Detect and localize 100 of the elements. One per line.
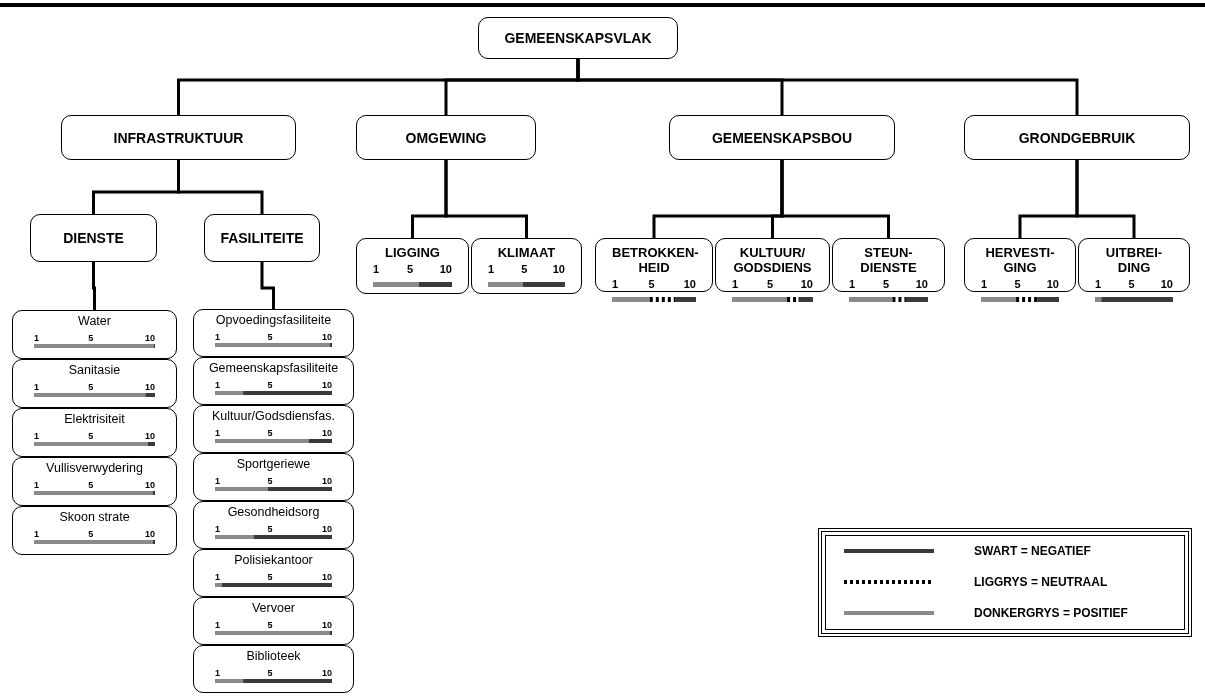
rating-box xyxy=(193,357,354,405)
category-box xyxy=(61,115,296,160)
rating-box xyxy=(193,645,354,693)
scale-number: 10 xyxy=(322,668,332,678)
connector-line xyxy=(444,160,528,238)
scale-number: 1 xyxy=(488,263,495,275)
scale-number: 1 xyxy=(373,263,380,275)
item-label: Polisiekantoor xyxy=(234,553,313,568)
scale-number: 10 xyxy=(683,278,696,290)
scale-number: 10 xyxy=(145,431,155,441)
scale-number: 1 xyxy=(1095,278,1102,290)
item-label: Opvoedingsfasiliteite xyxy=(215,313,332,328)
scale-number: 1 xyxy=(215,476,220,486)
scale-number: 5 xyxy=(648,278,655,290)
scale-number: 5 xyxy=(883,278,890,290)
scale-number: 1 xyxy=(215,428,220,438)
item-label: Vullisverwydering xyxy=(46,461,143,476)
connector-line xyxy=(576,59,1079,115)
item-label: Vervoer xyxy=(251,601,296,616)
scale-number: 1 xyxy=(34,333,39,343)
category-label: INFRASTRUKTUUR xyxy=(113,129,244,146)
rating-box xyxy=(12,359,177,408)
category-box xyxy=(478,17,678,59)
scale-number: 10 xyxy=(322,380,332,390)
scale-number: 10 xyxy=(322,332,332,342)
scale-number: 5 xyxy=(88,529,94,539)
item-label: STEUN- DIENSTE xyxy=(859,245,918,275)
scale-number: 5 xyxy=(1128,278,1135,290)
scale-number: 10 xyxy=(1160,278,1173,290)
scale-number: 5 xyxy=(88,382,94,392)
scale-number: 10 xyxy=(322,524,332,534)
rating-box xyxy=(193,501,354,549)
scale-number: 5 xyxy=(267,668,273,678)
scale-number: 1 xyxy=(215,668,220,678)
rating-box xyxy=(471,238,582,294)
scale-number: 10 xyxy=(322,428,332,438)
scale-number: 5 xyxy=(88,431,94,441)
item-label: Sportgeriewe xyxy=(236,457,311,472)
item-label: UITBREI- DING xyxy=(1104,245,1164,275)
rating-box xyxy=(193,453,354,501)
scale-number: 1 xyxy=(215,572,220,582)
rating-box xyxy=(12,408,177,457)
scale-number: 5 xyxy=(521,263,528,275)
rating-box xyxy=(356,238,469,294)
scale-number: 10 xyxy=(439,263,452,275)
scale-number: 10 xyxy=(552,263,565,275)
item-label: KULTUUR/ GODSDIENS xyxy=(732,245,813,275)
category-box xyxy=(669,115,895,160)
connector-line xyxy=(780,160,890,238)
scale-number: 1 xyxy=(215,620,220,630)
category-label: DIENSTE xyxy=(63,230,124,246)
scale-number: 10 xyxy=(145,382,155,392)
legend-text: DONKERGRYS = POSITIEF xyxy=(974,606,1128,620)
category-box xyxy=(204,214,320,262)
scale-number: 10 xyxy=(145,333,155,343)
rating-box xyxy=(193,405,354,453)
rating-box xyxy=(193,597,354,645)
category-box xyxy=(30,214,157,262)
scale-number: 1 xyxy=(215,332,220,342)
item-label: Skoon strate xyxy=(59,510,130,525)
scale-number: 5 xyxy=(267,332,273,342)
legend-text: SWART = NEGATIEF xyxy=(974,544,1091,558)
item-label: Water xyxy=(78,314,111,329)
item-label: KLIMAAT xyxy=(497,245,556,260)
scale-number: 5 xyxy=(267,620,273,630)
scale-number: 1 xyxy=(981,278,988,290)
category-box xyxy=(964,115,1190,160)
scale-number: 10 xyxy=(322,572,332,582)
scale-number: 5 xyxy=(267,476,273,486)
item-label: HERVESTI- GING xyxy=(984,245,1056,275)
scale-number: 1 xyxy=(215,524,220,534)
category-label: GEMEENSKAPSVLAK xyxy=(504,30,652,46)
scale-number: 10 xyxy=(1046,278,1059,290)
scale-number: 5 xyxy=(267,428,273,438)
rating-box xyxy=(193,549,354,597)
connector-line xyxy=(1075,160,1136,238)
legend-text: LIGGRYS = NEUTRAAL xyxy=(974,575,1108,589)
item-label: Biblioteek xyxy=(246,649,301,664)
scale-number: 1 xyxy=(215,380,220,390)
rating-box xyxy=(12,457,177,506)
scale-number: 10 xyxy=(800,278,813,290)
scale-number: 5 xyxy=(88,333,94,343)
item-label: Kultuur/Godsdiensfas. xyxy=(212,409,335,424)
scale-number: 5 xyxy=(267,572,273,582)
item-label: BETROKKEN- HEID xyxy=(612,245,696,275)
scale-number: 10 xyxy=(915,278,928,290)
scale-number: 10 xyxy=(145,529,155,539)
rating-box xyxy=(193,309,354,357)
item-label: LIGGING xyxy=(385,245,440,260)
category-label: OMGEWING xyxy=(405,129,487,146)
category-label: GRONDGEBRUIK xyxy=(1018,129,1136,146)
category-label: FASILITEITE xyxy=(220,230,304,246)
scale-number: 5 xyxy=(88,480,94,490)
connector-line xyxy=(92,262,96,310)
scale-number: 10 xyxy=(322,476,332,486)
item-label: Gemeenskapsfasiliteite xyxy=(208,361,339,376)
item-label: Elektrisiteit xyxy=(64,412,125,427)
scale-number: 5 xyxy=(1014,278,1021,290)
scale-number: 1 xyxy=(849,278,856,290)
rating-box xyxy=(12,506,177,555)
